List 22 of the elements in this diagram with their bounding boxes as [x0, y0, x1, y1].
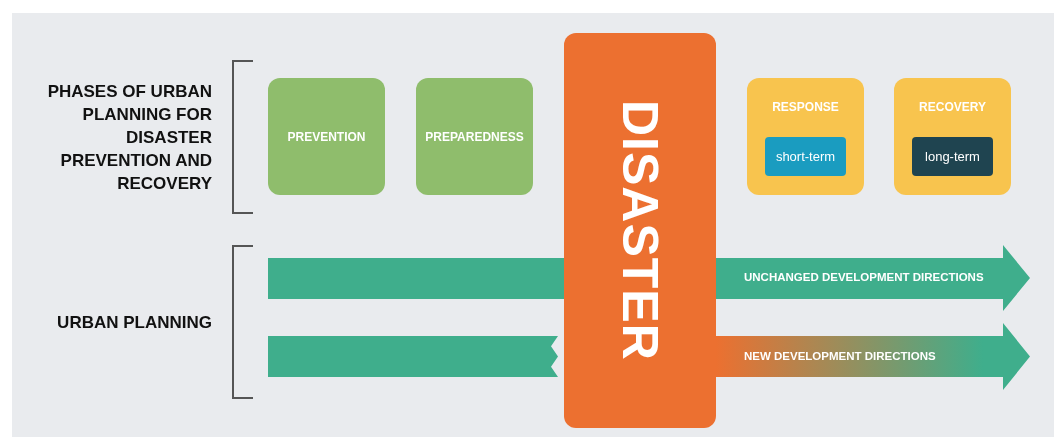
phase-label: RECOVERY	[919, 99, 986, 116]
torn-planning-bar	[268, 336, 558, 377]
phase-label: PREVENTION	[287, 128, 366, 146]
phase-label: PREPAREDNESS	[425, 128, 524, 146]
row-heading: PHASES OF URBAN PLANNING FOR DISASTER PREVENTION AND RECOVERY	[46, 81, 212, 195]
arrow-shape	[716, 245, 1030, 311]
phase-box	[416, 78, 533, 195]
term-label: long-term	[925, 147, 980, 166]
phase-box	[894, 78, 1011, 195]
term-tag	[912, 137, 993, 176]
disaster-block	[564, 33, 716, 428]
arrow-label: UNCHANGED DEVELOPMENT DIRECTIONS	[744, 270, 984, 286]
term-label: short-term	[775, 147, 836, 166]
phase-box	[747, 78, 864, 195]
planning-bar	[268, 258, 564, 299]
term-tag	[765, 137, 846, 176]
row-heading: URBAN PLANNING	[56, 312, 212, 334]
phase-box	[268, 78, 385, 195]
arrow-label: NEW DEVELOPMENT DIRECTIONS	[744, 348, 936, 364]
phase-label: RESPONSE	[772, 99, 839, 116]
arrow-shape	[716, 323, 1030, 390]
disaster-title: DISASTER	[615, 100, 665, 361]
